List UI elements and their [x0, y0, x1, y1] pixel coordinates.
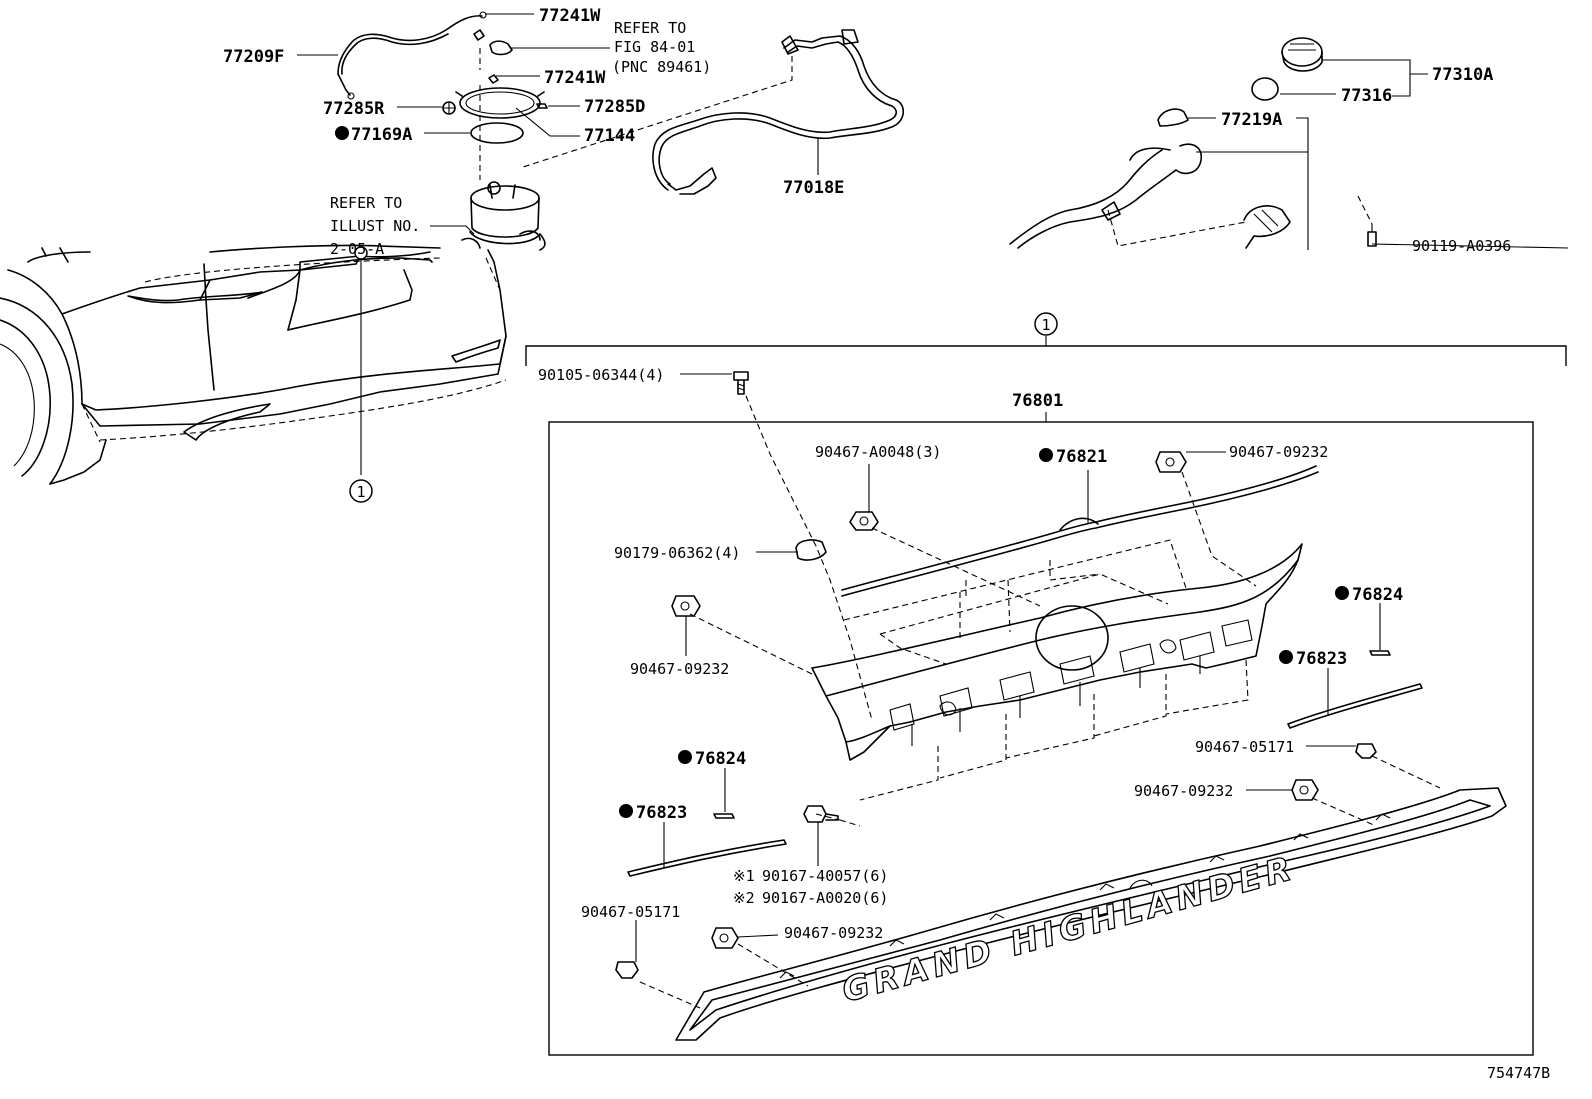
fuel-line-group — [337, 11, 548, 251]
label-90167-40057: 90167-40057(6) — [762, 867, 888, 885]
label-90467-a0048: 90467-A0048(3) — [815, 443, 941, 461]
label-76801: 76801 — [1012, 391, 1063, 411]
label-77285r: 77285R — [323, 99, 385, 119]
refer-fig-line2: FIG 84-01 — [614, 38, 695, 56]
garnish-assembly: GRAND HIGHLANDER — [615, 371, 1507, 1041]
note1-mark: ※1 — [733, 867, 755, 885]
marker-dot-icon — [678, 750, 692, 764]
label-90179: 90179-06362(4) — [614, 544, 740, 562]
group-bracket — [525, 336, 1567, 1056]
group-number-top: 1 — [1041, 316, 1050, 334]
refer-illust-line1: REFER TO — [330, 194, 402, 212]
marker-dot-icon — [1335, 586, 1349, 600]
label-77169a: 77169A — [351, 125, 412, 145]
refer-illust-line2: ILLUST NO. — [330, 217, 420, 235]
part-labels: 77241W REFER TO FIG 84-01 (PNC 89461) 77… — [223, 6, 1550, 1082]
label-77219a: 77219A — [1221, 110, 1282, 130]
label-90105: 90105-06344(4) — [538, 366, 664, 384]
label-76823-left: 76823 — [636, 803, 687, 823]
note2-mark: ※2 — [733, 889, 755, 907]
label-90119: 90119-A0396 — [1412, 237, 1511, 255]
label-77209f: 77209F — [223, 47, 284, 67]
refer-fig-line1: REFER TO — [614, 19, 686, 37]
emblem-text: GRAND HIGHLANDER — [838, 848, 1300, 1010]
group-number-left: 1 — [356, 483, 365, 501]
circled-number-icon — [1034, 312, 1058, 336]
leader-lines — [297, 13, 1569, 938]
label-90467-09232-bottom: 90467-09232 — [784, 924, 883, 942]
label-77316: 77316 — [1341, 86, 1392, 106]
refer-illust-line3: 2-05-A — [330, 240, 384, 258]
label-90467-05171-right: 90467-05171 — [1195, 738, 1294, 756]
label-77285d: 77285D — [584, 97, 645, 117]
label-77241w-mid: 77241W — [544, 68, 606, 88]
marker-dot-icon — [619, 804, 633, 818]
label-76824-left: 76824 — [695, 749, 746, 769]
label-77018e: 77018E — [783, 178, 844, 198]
label-90467-09232-top: 90467-09232 — [1229, 443, 1328, 461]
label-90467-09232-right: 90467-09232 — [1134, 782, 1233, 800]
filler-parts-group — [1009, 37, 1377, 249]
label-77310a: 77310A — [1432, 65, 1493, 85]
diagram-id: 754747B — [1487, 1064, 1550, 1082]
label-90467-05171-left: 90467-05171 — [581, 903, 680, 921]
marker-dot-icon — [1039, 448, 1053, 462]
circled-number-icon — [349, 479, 373, 503]
label-76824-right: 76824 — [1352, 585, 1403, 605]
label-90167-a0020: 90167-A0020(6) — [762, 889, 888, 907]
marker-dot-icon — [1279, 650, 1293, 664]
label-90467-09232-left: 90467-09232 — [630, 660, 729, 678]
label-76823-right: 76823 — [1296, 649, 1347, 669]
marker-dot-icon — [335, 126, 349, 140]
vehicle-rear-illustration — [0, 244, 507, 485]
refer-fig-line3: (PNC 89461) — [612, 58, 711, 76]
label-76821: 76821 — [1056, 447, 1107, 467]
fuel-hose-77018e — [519, 29, 905, 195]
label-77241w-top: 77241W — [539, 6, 601, 26]
label-77144: 77144 — [584, 126, 635, 146]
